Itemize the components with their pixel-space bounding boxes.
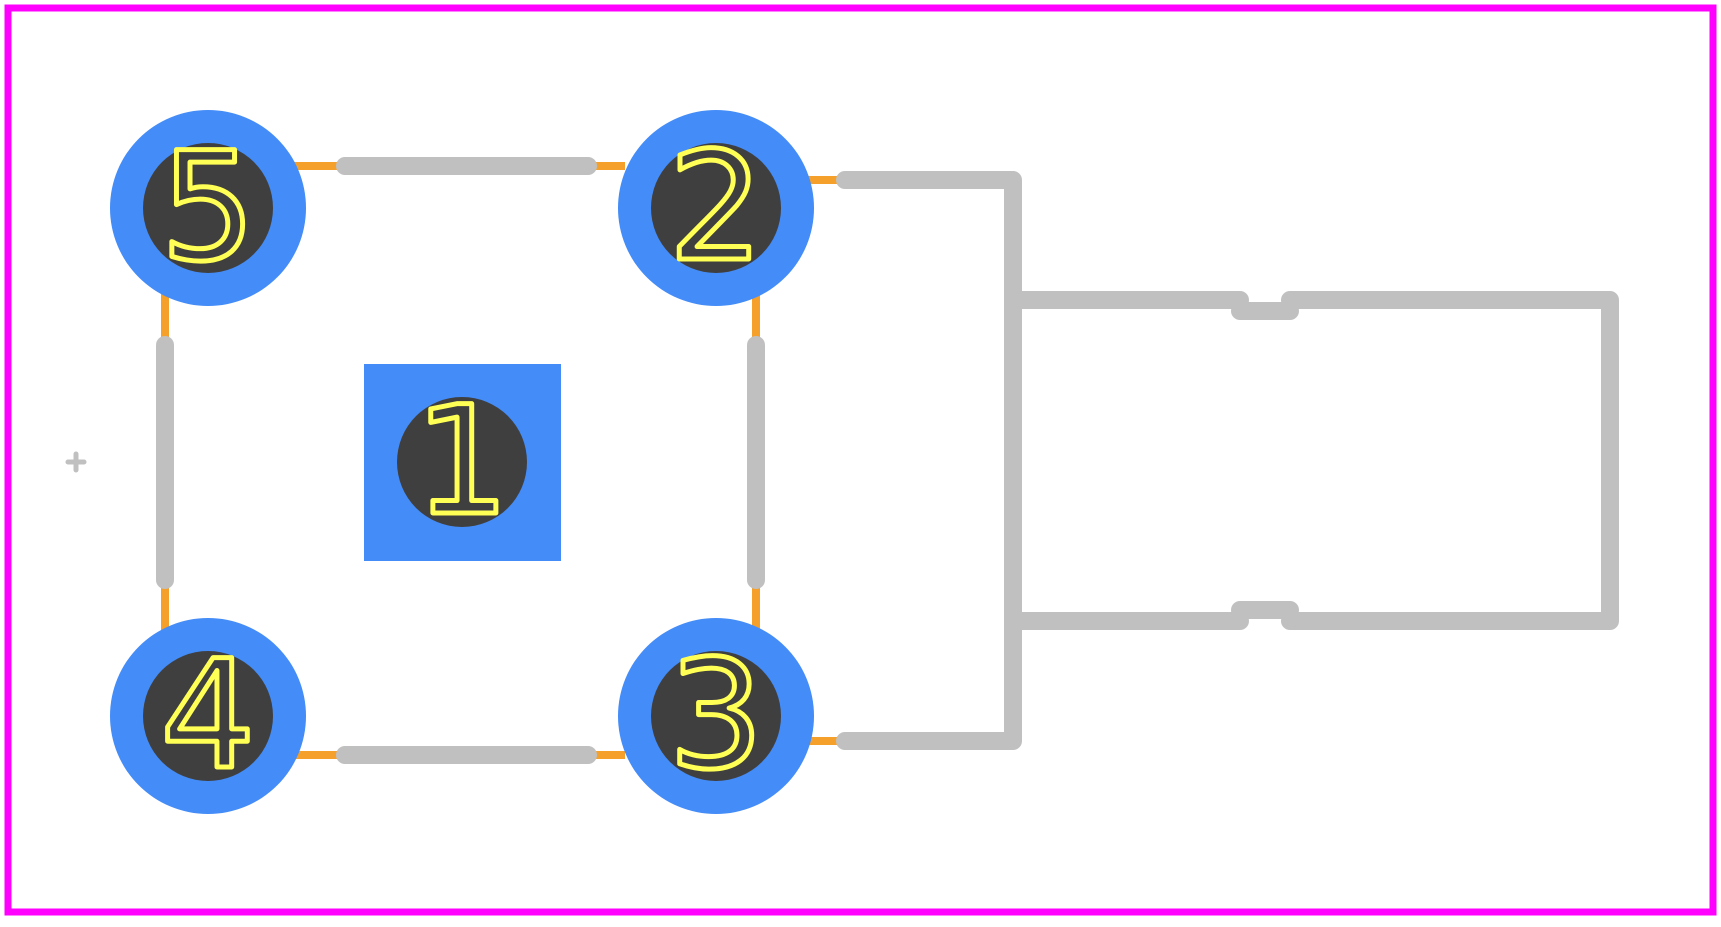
- pad-5-label: 5: [160, 121, 255, 295]
- silk-body-outline: [836, 171, 1022, 750]
- pad-1-hole: [397, 397, 527, 527]
- pad-5-hole: [143, 143, 273, 273]
- pad-1[interactable]: 1: [364, 364, 561, 561]
- silk-lever-outline: [1281, 291, 1619, 630]
- pad-4-label: 4: [160, 629, 255, 803]
- pad-3[interactable]: 3: [618, 618, 814, 814]
- pads: 1 5 2 4 3: [110, 110, 814, 814]
- pad-3-hole: [651, 651, 781, 781]
- pad-2-label: 2: [668, 121, 763, 295]
- pad-2[interactable]: 2: [618, 110, 814, 306]
- pad-1-label: 1: [414, 375, 509, 549]
- origin-marker-icon: [65, 451, 87, 473]
- pad-4-hole: [143, 651, 273, 781]
- board-outline: [4, 4, 1717, 916]
- pad-5[interactable]: 5: [110, 110, 306, 306]
- pad-3-label: 3: [668, 629, 763, 803]
- pad-2-hole: [651, 143, 781, 273]
- silkscreen-outline: [156, 157, 1619, 764]
- pad-4[interactable]: 4: [110, 618, 306, 814]
